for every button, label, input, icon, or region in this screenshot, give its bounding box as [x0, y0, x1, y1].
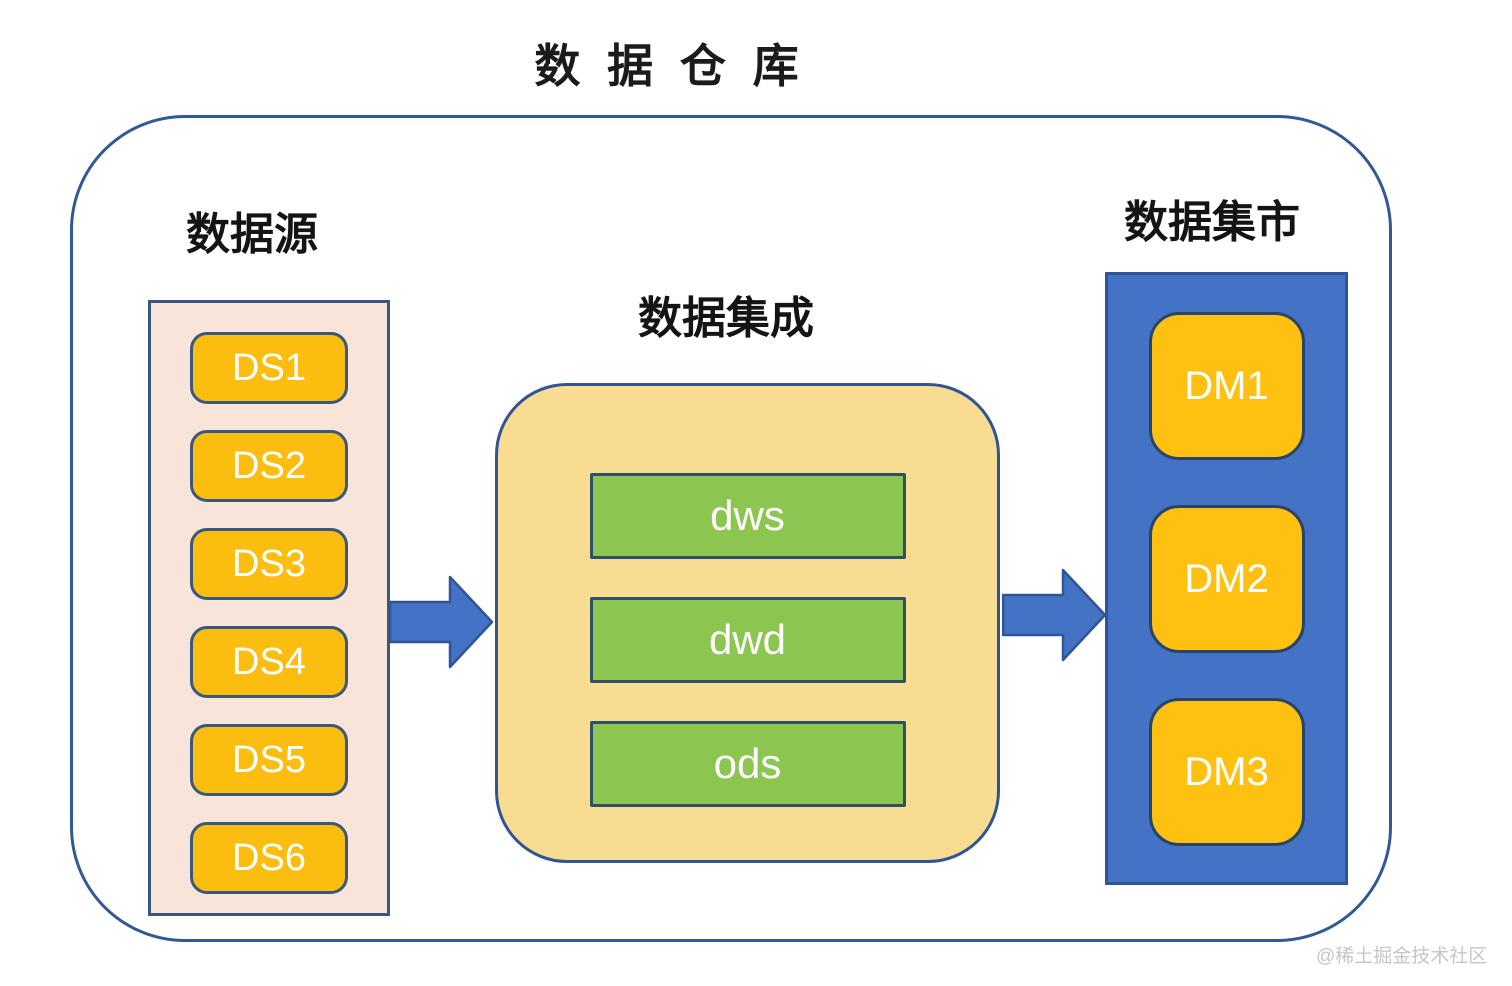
- layer-box: dwd: [589, 597, 906, 683]
- sources-label: 数据源: [186, 210, 318, 259]
- layer-box: ods: [589, 721, 906, 807]
- flow-arrow-right-icon: [1002, 568, 1107, 662]
- layer-box-label: dwd: [708, 616, 787, 663]
- sources-panel: DS1 DS2 DS3 DS4 DS5 DS6: [148, 300, 390, 916]
- dm-box-label: DM1: [1184, 363, 1269, 408]
- ds-box: DS1: [190, 332, 348, 404]
- dm-box: DM3: [1148, 698, 1305, 846]
- ds-box: DS5: [190, 724, 348, 796]
- ds-box: DS3: [190, 528, 348, 600]
- ds-box-label: DS3: [232, 542, 306, 585]
- integration-panel: dws dwd ods: [495, 383, 1000, 863]
- layer-box-label: ods: [713, 740, 782, 787]
- dm-box-label: DM2: [1184, 556, 1269, 601]
- marts-panel: DM1 DM2 DM3: [1105, 272, 1348, 885]
- ds-box-label: DS1: [232, 346, 306, 389]
- dm-box: DM1: [1148, 312, 1305, 460]
- layer-box-label: dws: [710, 492, 785, 539]
- ds-box-label: DS5: [232, 738, 306, 781]
- watermark: @稀土掘金技术社区: [1316, 946, 1488, 967]
- layer-box: dws: [589, 473, 906, 559]
- ds-box: DS6: [190, 822, 348, 894]
- dm-box: DM2: [1148, 505, 1305, 653]
- warehouse-container: [70, 115, 1392, 942]
- ds-box-label: DS6: [232, 836, 306, 879]
- ds-box: DS2: [190, 430, 348, 502]
- flow-arrow-right-icon: [389, 575, 494, 669]
- ds-box-label: DS2: [232, 444, 306, 487]
- integration-label: 数据集成: [638, 294, 814, 343]
- dm-box-label: DM3: [1184, 749, 1269, 794]
- ds-box-label: DS4: [232, 640, 306, 683]
- marts-label: 数据集市: [1124, 198, 1300, 247]
- ds-box: DS4: [190, 626, 348, 698]
- diagram-title: 数 据 仓 库: [534, 40, 806, 92]
